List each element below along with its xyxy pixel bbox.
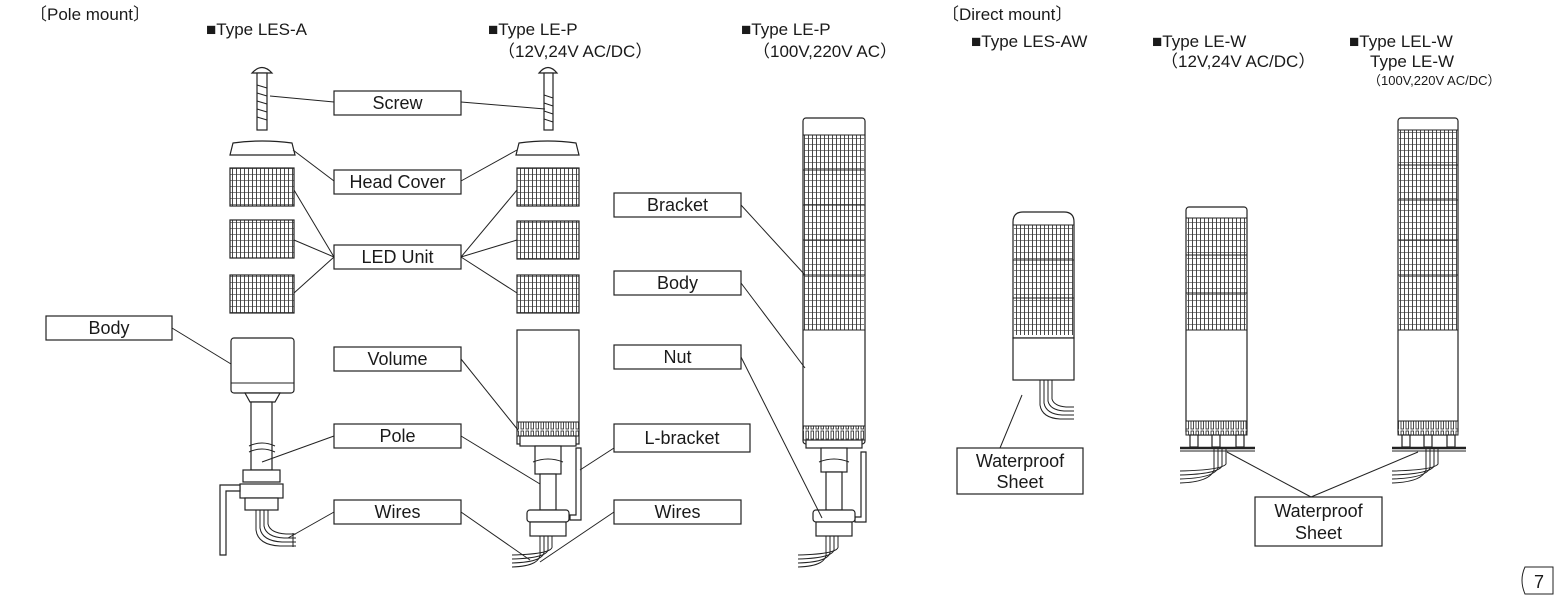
svg-text:Body: Body	[88, 318, 129, 338]
label-wires-right: Wires	[613, 499, 742, 525]
le-p-low-voltage-exploded-view	[511, 66, 582, 568]
label-wires-left: Wires	[333, 499, 462, 525]
type-le-w: ■Type LE-W	[1152, 32, 1246, 51]
les-aw-assembled-view	[1012, 211, 1075, 420]
svg-text:7: 7	[1534, 572, 1544, 592]
svg-text:Sheet: Sheet	[996, 472, 1043, 492]
label-led-unit: LED Unit	[333, 244, 462, 270]
label-waterproof-sheet-1: Waterproof Sheet	[956, 447, 1084, 495]
section-direct-mount: 〔Direct mount〕	[942, 5, 1072, 24]
label-bracket: Bracket	[613, 192, 742, 218]
type-lel-w: ■Type LEL-W	[1349, 32, 1453, 51]
type-le-w-secondary: Type LE-W	[1370, 52, 1454, 71]
svg-text:L-bracket: L-bracket	[644, 428, 719, 448]
label-screw: Screw	[333, 90, 462, 116]
svg-text:LED Unit: LED Unit	[361, 247, 433, 267]
type-le-p-low-voltage: （12V,24V AC/DC）	[498, 42, 652, 61]
svg-text:Head Cover: Head Cover	[349, 172, 445, 192]
svg-text:Nut: Nut	[663, 347, 691, 367]
type-lel-w-voltage: （100V,220V AC/DC）	[1368, 73, 1500, 88]
svg-text:Wires: Wires	[655, 502, 701, 522]
label-pole: Pole	[333, 423, 462, 449]
svg-text:Screw: Screw	[372, 93, 423, 113]
label-body-right: Body	[613, 270, 742, 296]
label-l-bracket: L-bracket	[613, 423, 751, 453]
page-number: 7	[1521, 566, 1554, 595]
le-p-high-voltage-assembled-view	[797, 117, 867, 568]
type-le-p-low: ■Type LE-P	[488, 20, 578, 39]
label-volume: Volume	[333, 346, 462, 372]
type-le-p-high-voltage: （100V,220V AC）	[753, 42, 897, 61]
type-les-aw: ■Type LES-AW	[971, 32, 1087, 51]
type-les-a: ■Type LES-A	[206, 20, 308, 39]
type-le-p-high: ■Type LE-P	[741, 20, 831, 39]
label-waterproof-sheet-2: Waterproof Sheet	[1254, 496, 1383, 547]
section-pole-mount: 〔Pole mount〕	[30, 5, 150, 24]
svg-text:Sheet: Sheet	[1295, 523, 1342, 543]
svg-text:Volume: Volume	[367, 349, 427, 369]
svg-text:Pole: Pole	[379, 426, 415, 446]
les-a-exploded-view	[219, 66, 296, 556]
le-w-assembled-view	[1179, 206, 1255, 484]
label-body-left: Body	[45, 315, 173, 341]
type-le-w-voltage: （12V,24V AC/DC）	[1161, 52, 1315, 71]
leader-lines	[171, 95, 1419, 563]
svg-text:Bracket: Bracket	[647, 195, 708, 215]
label-nut: Nut	[613, 344, 742, 370]
lel-w-assembled-view	[1391, 117, 1466, 484]
svg-text:Waterproof: Waterproof	[976, 451, 1065, 471]
label-head-cover: Head Cover	[333, 169, 462, 195]
svg-text:Wires: Wires	[375, 502, 421, 522]
svg-text:Waterproof: Waterproof	[1274, 501, 1363, 521]
svg-text:Body: Body	[657, 273, 698, 293]
